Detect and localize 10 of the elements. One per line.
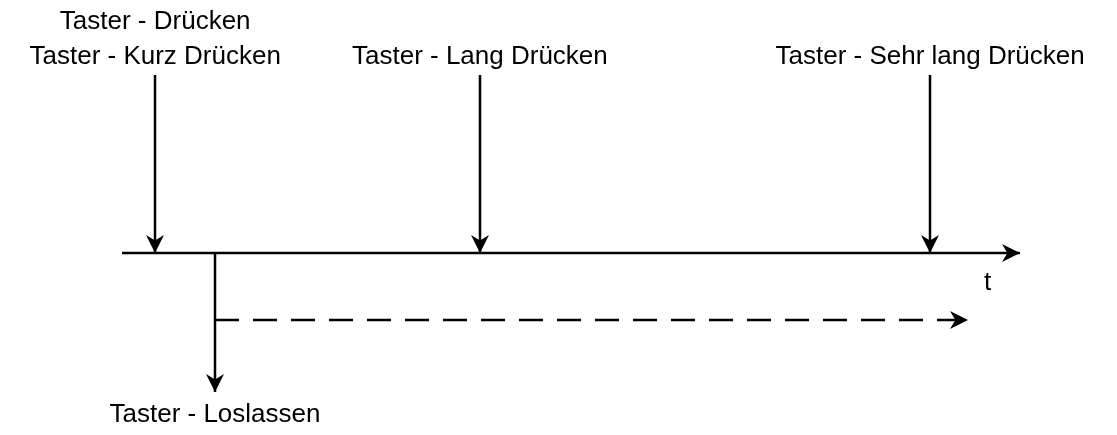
event-label: Taster - Sehr lang Drücken [775, 38, 1085, 73]
arrow [471, 75, 489, 253]
event-label: Taster - Kurz Drücken [29, 39, 281, 72]
event-label: Taster - Drücken [58, 4, 252, 37]
arrow [146, 75, 164, 253]
event-label: Taster - Loslassen [109, 396, 321, 431]
arrow [921, 75, 939, 253]
axis-label: t [984, 266, 992, 296]
arrow [206, 253, 224, 392]
event-label: Taster - Lang Drücken [352, 38, 608, 73]
